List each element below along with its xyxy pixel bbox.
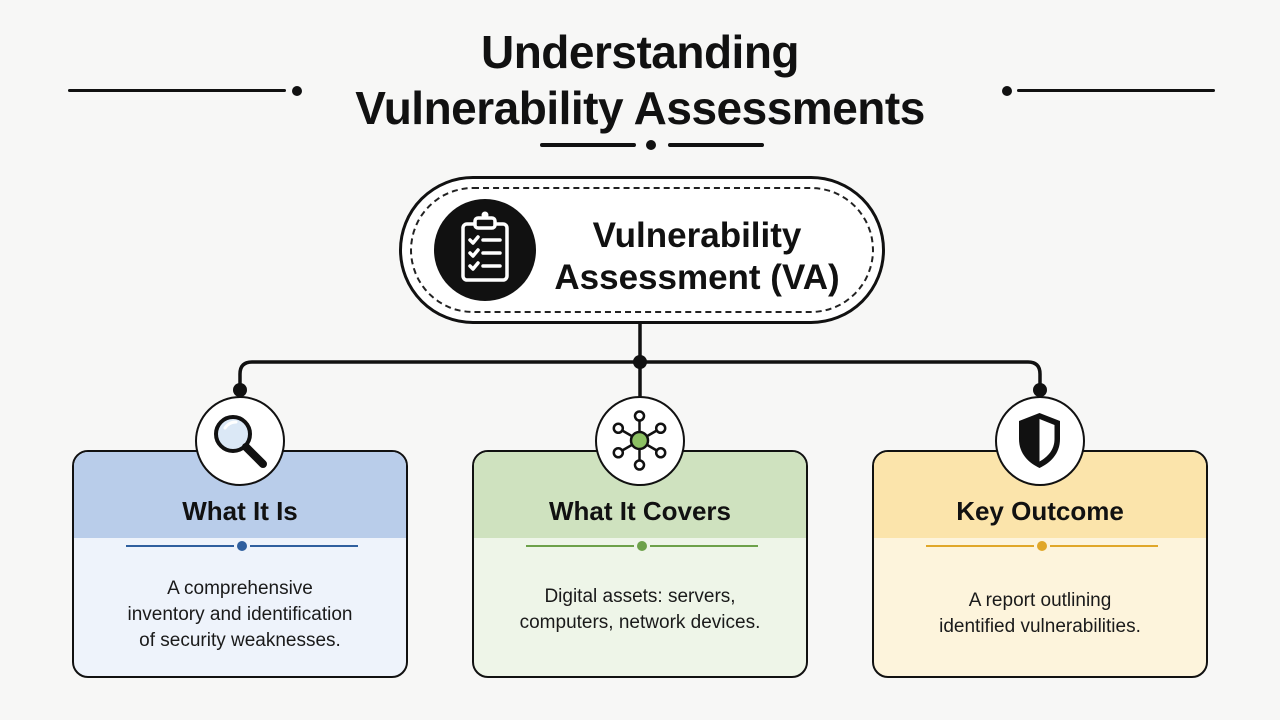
root-label-line-1: Vulnerability: [592, 216, 802, 255]
card-description-line: of security weaknesses.: [139, 630, 341, 651]
card-description: A comprehensive inventory and identifica…: [74, 576, 406, 654]
connector-left-dot: [233, 383, 247, 397]
shield-icon: [995, 396, 1085, 486]
title-underline-left: [540, 143, 636, 147]
card-description-line: A comprehensive: [167, 578, 313, 599]
connector-right: [638, 360, 1042, 394]
card-title: Key Outcome: [956, 496, 1124, 526]
card-divider: [74, 538, 406, 554]
title-deco-dot-left: [292, 86, 302, 96]
magnifying-glass-icon: [195, 396, 285, 486]
network-nodes-icon: [595, 396, 685, 486]
title-underline-dot: [646, 140, 656, 150]
card-title: What It Covers: [548, 496, 732, 526]
card-title: What It Is: [182, 496, 298, 526]
card-divider: [474, 538, 806, 554]
card-description-line: inventory and identification: [127, 604, 353, 625]
clipboard-checklist-icon: [434, 199, 536, 301]
title-line-1: Understanding: [480, 26, 800, 78]
root-label-line-2: Assessment (VA): [554, 258, 840, 297]
card-divider: [874, 538, 1206, 554]
card-description-line: Digital assets: servers,: [544, 586, 736, 607]
title-underline-right: [668, 143, 764, 147]
card-description: A report outlining identified vulnerabil…: [874, 588, 1206, 640]
connector-right-dot: [1033, 383, 1047, 397]
page-title: Understanding Vulnerability Assessments: [0, 24, 1280, 136]
connector-junction-dot: [633, 355, 647, 369]
card-description-line: computers, network devices.: [519, 612, 761, 633]
card-description: Digital assets: servers, computers, netw…: [474, 584, 806, 636]
title-line-2: Vulnerability Assessments: [355, 82, 925, 134]
root-node-label: Vulnerability Assessment (VA): [552, 215, 842, 299]
card-description-line: identified vulnerabilities.: [939, 616, 1141, 637]
root-node-dashed-border: [410, 187, 874, 313]
title-deco-line-left: [68, 89, 286, 92]
title-deco-line-right: [1017, 89, 1215, 92]
root-node: Vulnerability Assessment (VA): [399, 176, 885, 324]
card-description-line: A report outlining: [968, 590, 1112, 611]
connector-left: [238, 360, 642, 394]
title-deco-dot-right: [1002, 86, 1012, 96]
